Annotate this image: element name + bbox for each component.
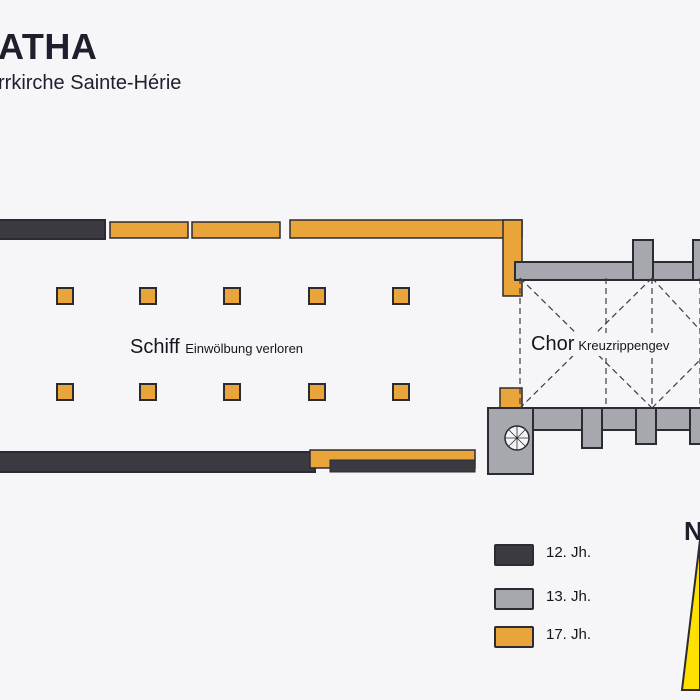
plan-subtitle: rrkirche Sainte-Hérie xyxy=(0,72,182,94)
nave-south-wall xyxy=(0,449,476,473)
nave-label-main: Schiff xyxy=(130,336,180,358)
legend-item-13th-century: 13. Jh. xyxy=(490,586,670,614)
choir-walls xyxy=(487,239,700,475)
legend-item-12th-century: 12. Jh. xyxy=(490,542,670,570)
nave-north-wall xyxy=(0,219,523,240)
legend-swatch xyxy=(494,544,534,566)
legend-label: 13. Jh. xyxy=(546,588,592,605)
nave-label: Schiff Einwölbung verloren xyxy=(130,336,303,359)
nave-pillars xyxy=(56,287,410,401)
north-label: N xyxy=(684,516,700,546)
nave-east-wall xyxy=(499,219,523,419)
legend-label: 17. Jh. xyxy=(546,626,592,643)
plan-title: ATHA xyxy=(0,26,98,67)
legend-swatch xyxy=(494,588,534,610)
legend-swatch xyxy=(494,626,534,648)
choir-label-note: Kreuzrippengev xyxy=(578,338,670,353)
legend-item-17th-century: 17. Jh. xyxy=(490,624,670,652)
spiral-stair xyxy=(504,425,530,451)
nave-label-note: Einwölbung verloren xyxy=(185,341,304,356)
choir-label-main: Chor xyxy=(531,333,575,355)
north-arrow-icon xyxy=(680,539,700,691)
legend-label: 12. Jh. xyxy=(546,544,592,561)
